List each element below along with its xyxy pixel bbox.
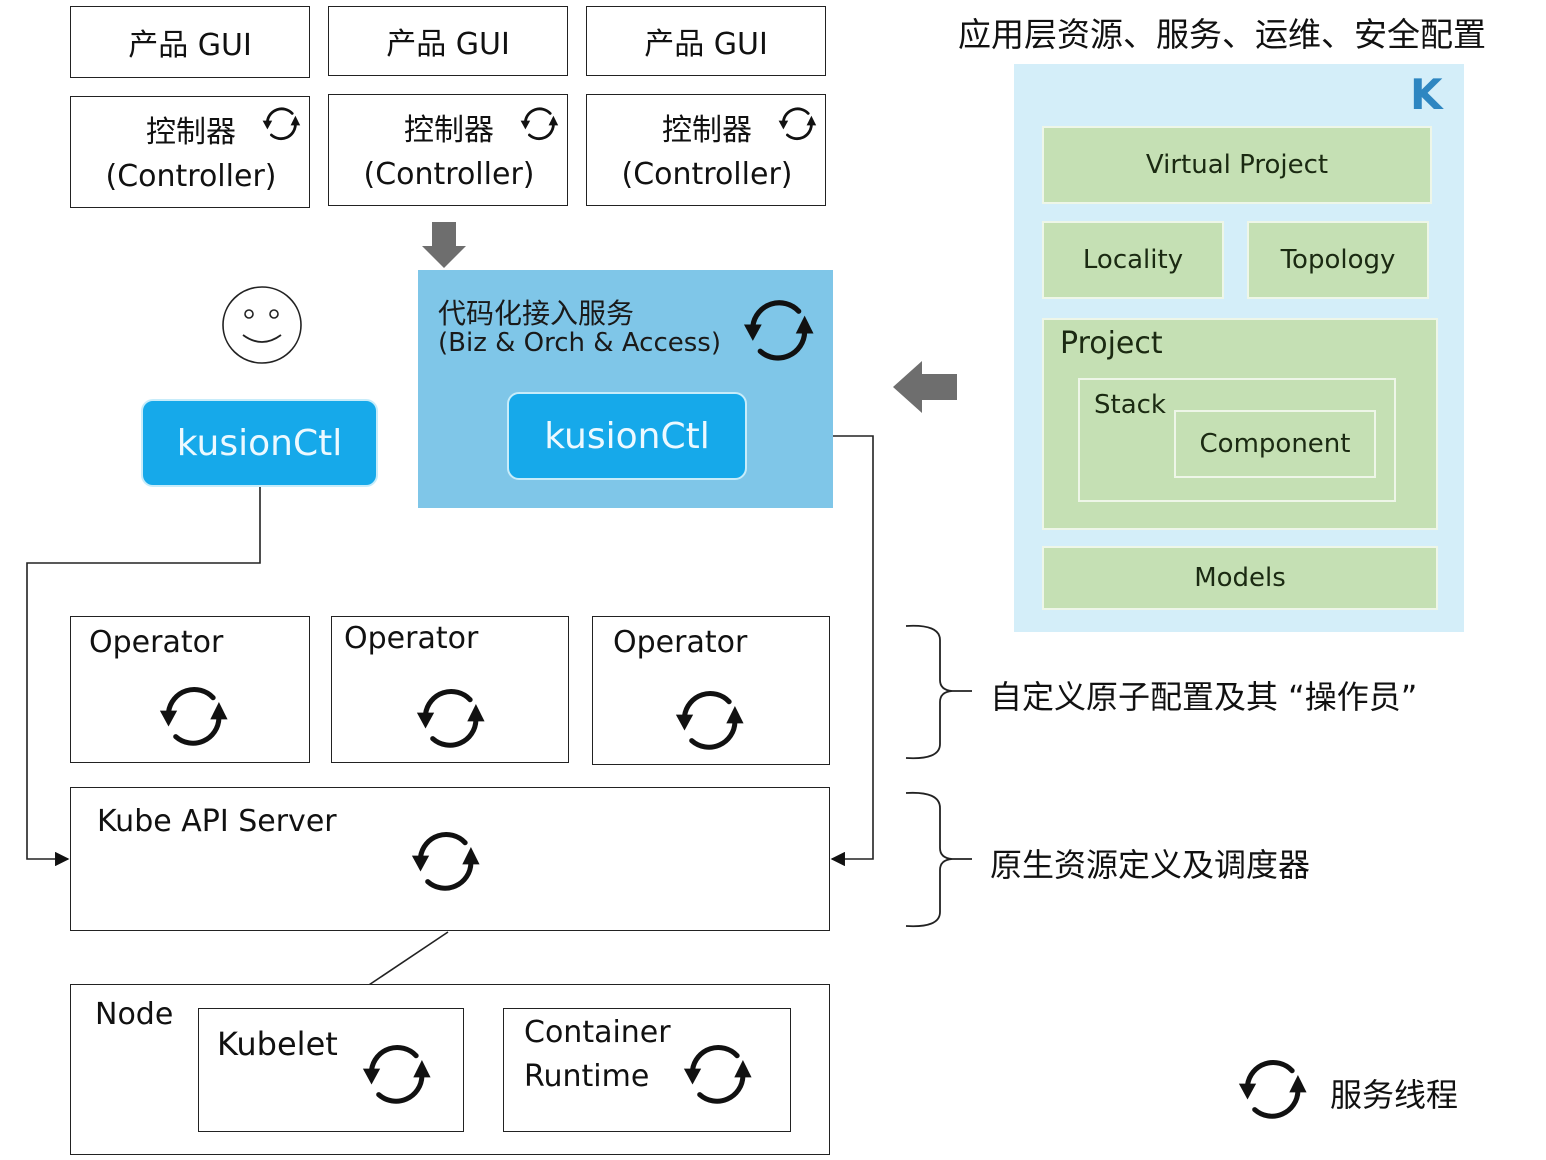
sync-loop-icon	[408, 681, 492, 753]
operator-box-3: Operator	[592, 616, 830, 765]
legend-label: 服务线程	[1330, 1076, 1459, 1114]
kusion-panel: K Virtual Project Locality Topology Proj…	[1014, 64, 1464, 632]
controller-box-3: 控制器 (Controller)	[586, 94, 826, 206]
product-gui-box-3: 产品 GUI	[586, 6, 826, 76]
sync-loop-icon	[676, 1037, 758, 1109]
operators-annotation: 自定义原子配置及其 “操作员”	[990, 678, 1418, 716]
sync-loop-icon	[151, 679, 235, 751]
sync-loop-icon	[667, 683, 751, 755]
controller-label-en: (Controller)	[363, 157, 535, 192]
sync-loop-icon	[1230, 1052, 1314, 1124]
legend: 服务线程	[1226, 1050, 1486, 1126]
product-gui-box-2: 产品 GUI	[328, 6, 568, 76]
controller-label-zh: 控制器	[146, 115, 236, 150]
stack-block: Stack Component	[1078, 378, 1396, 502]
sync-loop-icon	[775, 103, 819, 143]
access-service-panel: 代码化接入服务 (Biz & Orch & Access) kusionCtl	[418, 270, 833, 508]
component-label: Component	[1199, 429, 1351, 459]
operator-box-2: Operator	[331, 616, 569, 763]
component-block: Component	[1174, 410, 1376, 478]
kusionctl-label: kusionCtl	[176, 422, 343, 464]
access-service-title-zh: 代码化接入服务	[438, 297, 635, 330]
controller-label-en: (Controller)	[105, 159, 277, 194]
sync-loop-icon	[517, 103, 561, 143]
sync-loop-icon	[736, 292, 820, 366]
project-block: Project Stack Component	[1042, 318, 1438, 530]
controller-label-en: (Controller)	[621, 157, 793, 192]
controller-label-zh: 控制器	[404, 113, 494, 148]
kusionctl-label: kusionCtl	[544, 415, 710, 457]
node-box: Node Kubelet Container Runtime	[70, 984, 830, 1155]
api-server-annotation: 原生资源定义及调度器	[990, 846, 1311, 884]
kusion-panel-heading: 应用层资源、服务、运维、安全配置	[958, 15, 1486, 54]
service-kusionctl-button[interactable]: kusionCtl	[507, 392, 747, 480]
kusion-logo: K	[1410, 70, 1443, 119]
models-label: Models	[1194, 563, 1286, 593]
node-label: Node	[95, 997, 174, 1032]
product-gui-label: 产品 GUI	[386, 27, 510, 62]
stack-label: Stack	[1094, 390, 1166, 420]
smiley-face-icon	[222, 286, 302, 364]
sync-loop-icon	[259, 103, 303, 143]
product-gui-box-1: 产品 GUI	[70, 6, 310, 78]
brace-operators	[905, 624, 953, 760]
access-service-title-en: (Biz & Orch & Access)	[438, 328, 721, 358]
project-label: Project	[1060, 326, 1163, 361]
container-runtime-box: Container Runtime	[503, 1008, 791, 1132]
topology-label: Topology	[1280, 245, 1396, 275]
sync-loop-icon	[355, 1037, 437, 1109]
operator-label: Operator	[344, 621, 479, 656]
topology-block: Topology	[1247, 221, 1429, 299]
sync-loop-icon	[403, 824, 487, 896]
down-arrow-icon	[422, 222, 466, 268]
kubelet-label: Kubelet	[217, 1025, 338, 1063]
left-arrow-icon	[893, 361, 957, 413]
product-gui-label: 产品 GUI	[644, 27, 768, 62]
user-kusionctl-button[interactable]: kusionCtl	[141, 399, 378, 487]
connector-user-cli-to-api	[26, 486, 261, 867]
controller-box-2: 控制器 (Controller)	[328, 94, 568, 206]
virtual-project-block: Virtual Project	[1042, 126, 1432, 204]
locality-label: Locality	[1082, 245, 1184, 275]
controller-box-1: 控制器 (Controller)	[70, 96, 310, 208]
kubelet-box: Kubelet	[198, 1008, 464, 1132]
controller-label-zh: 控制器	[662, 113, 752, 148]
operator-label: Operator	[613, 625, 748, 660]
brace-api	[905, 791, 953, 928]
kube-api-server-box: Kube API Server	[70, 787, 830, 931]
container-runtime-label-line1: Container	[524, 1015, 671, 1050]
models-block: Models	[1042, 546, 1438, 610]
locality-block: Locality	[1042, 221, 1224, 299]
operator-label: Operator	[89, 625, 224, 660]
container-runtime-label-line2: Runtime	[524, 1059, 650, 1094]
kube-api-server-label: Kube API Server	[97, 804, 337, 839]
operator-box-1: Operator	[70, 616, 310, 763]
virtual-project-label: Virtual Project	[1145, 150, 1329, 180]
product-gui-label: 产品 GUI	[128, 28, 252, 63]
